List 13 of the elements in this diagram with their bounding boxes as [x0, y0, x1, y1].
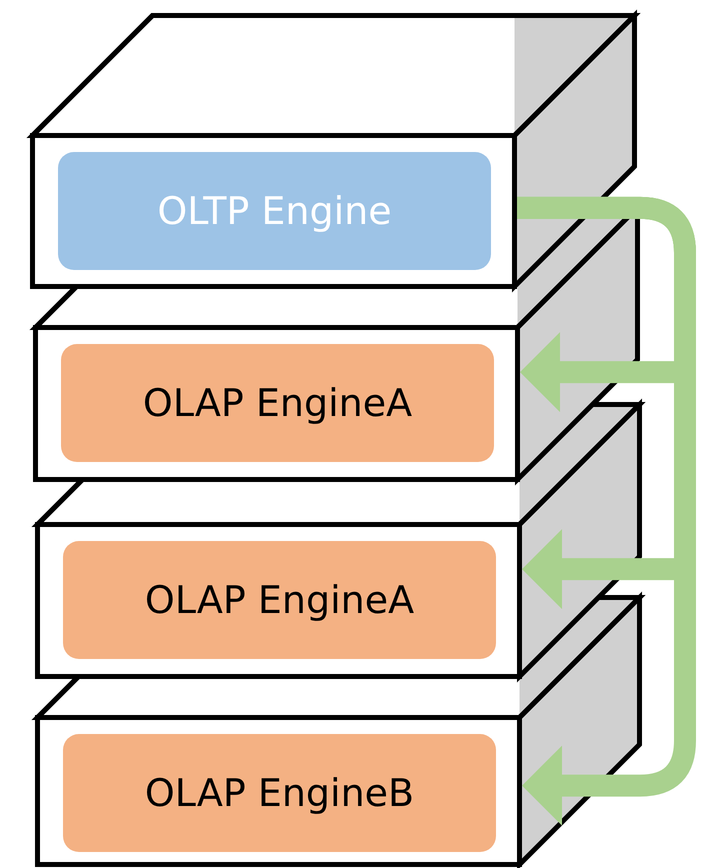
- arrow: [517, 196, 696, 826]
- engine-box: [61, 344, 494, 462]
- slab-front-face: [35, 522, 522, 679]
- engine-box: [63, 541, 496, 659]
- engine-label: OLTP Engine: [157, 189, 392, 233]
- engine-box: [63, 734, 496, 852]
- engine-label: OLAP EngineA: [142, 381, 412, 425]
- engine-label: OLAP EngineB: [144, 771, 414, 815]
- engine-label: OLAP EngineA: [144, 578, 414, 622]
- slab-front-face: [33, 325, 520, 482]
- engine-box: [58, 152, 491, 270]
- slab-front-face: [30, 133, 517, 289]
- slab-front-face: [35, 715, 522, 867]
